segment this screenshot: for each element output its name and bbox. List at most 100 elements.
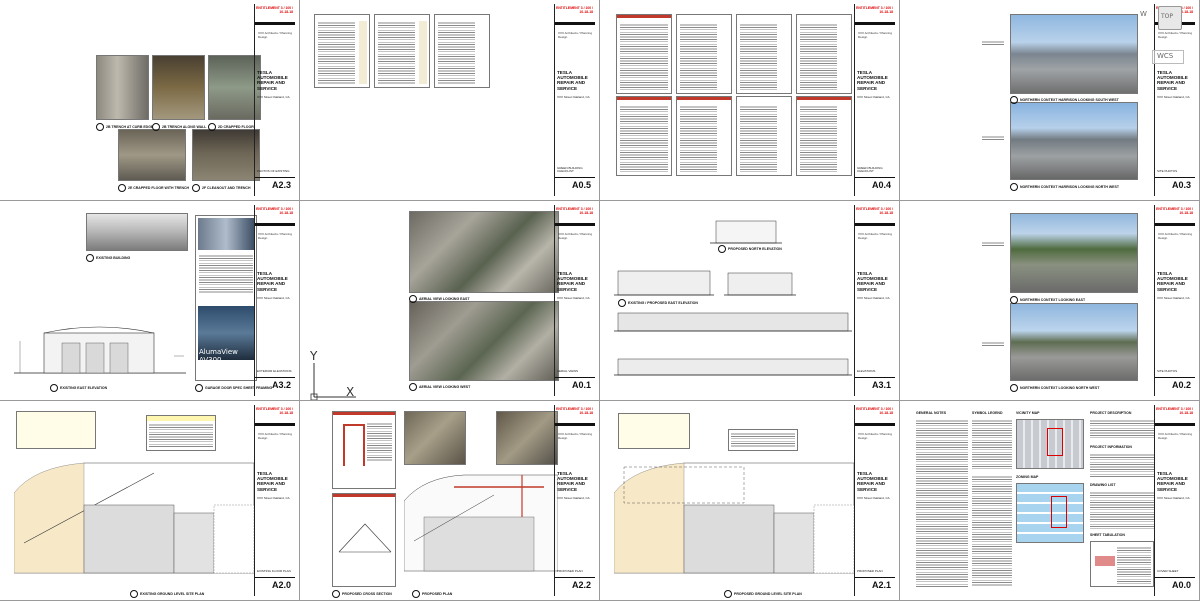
site-plan-proposed [614, 462, 855, 574]
checklist-table [736, 14, 792, 94]
sheet-a0-3[interactable]: NORTHERN CONTEXT HARRISON LOOKING SOUTH … [900, 0, 1200, 201]
sheet-a3-2[interactable]: EXISTING BUILDING EXISTING EAST ELEVATIO… [0, 201, 300, 401]
title-block: ENTITLEMENT 3 / 100 / 10-18-18 XXX Archi… [854, 405, 895, 596]
caption: 2E CRAPPED FLOOR WITH TRENCH [118, 184, 189, 192]
ucs-icon [310, 363, 356, 400]
viewcube-face[interactable] [1158, 6, 1182, 30]
sheet-number: A0.1 [571, 380, 591, 390]
caption: EXISTING EAST ELEVATION [50, 384, 107, 392]
excavation-photo [404, 411, 466, 465]
sheet-a0-5[interactable]: ENTITLEMENT 3 / 100 / 10-18-18 XXX Archi… [300, 0, 600, 201]
title-block: ENTITLEMENT 3 / 100 / 10-18-18 XXX Archi… [254, 405, 295, 596]
area-table [728, 429, 798, 451]
caption: PROPOSED PLAN [412, 590, 452, 598]
aerial-photo [409, 301, 559, 381]
zoning-map [1016, 483, 1084, 543]
caption: EXISTING GROUND LEVEL SITE PLAN [130, 590, 204, 598]
notes [982, 241, 1004, 247]
sheet-tabulation [1090, 541, 1154, 587]
photo-curb [96, 55, 149, 120]
street-photo [1010, 102, 1138, 180]
section-heading: PROJECT INFORMATION [1090, 445, 1132, 449]
caption: NORTHERN CONTEXT LOOKING EAST [1010, 296, 1085, 304]
photo-wall [152, 55, 205, 120]
checklist-table [616, 96, 672, 176]
sheet-a0-1[interactable]: AERIAL VIEW LOOKING EAST AERIAL VIEW LOO… [300, 201, 600, 401]
title-block: ENTITLEMENT 3 / 100 / 10-18-18 XXX Archi… [1154, 405, 1195, 596]
sheet-a0-0[interactable]: GENERAL NOTES SYMBOL LEGEND VICINITY MAP… [900, 401, 1200, 601]
title-block: ENTITLEMENT 3 / 100 / 10-18-18 XXX Archi… [854, 205, 895, 396]
section-heading: SYMBOL LEGEND [972, 411, 1003, 415]
title-block: ENTITLEMENT 3 / 100 / 10-18-18 XXX Archi… [554, 4, 595, 196]
sheet-number: A2.3 [271, 180, 291, 190]
checklist-table [314, 14, 370, 88]
section-heading: DRAWING LIST [1090, 483, 1116, 487]
street-photo [1010, 213, 1138, 293]
elevations-drawing [614, 220, 852, 376]
garage-door-spec-sheet: AlumaView AV300 [195, 215, 257, 381]
section-heading: VICINITY MAP [1016, 411, 1040, 415]
general-notes [916, 419, 968, 587]
sheet-a2-1[interactable]: PROPOSED GROUND LEVEL SITE PLAN ENTITLEM… [600, 401, 900, 601]
checklist-table [796, 96, 852, 176]
photo-cleanout [192, 129, 260, 181]
caption: GARAGE DOOR SPEC SHEET FRAMING [195, 384, 272, 392]
sheet-number: A2.0 [271, 580, 291, 590]
sheet-a0-4[interactable]: ENTITLEMENT 3 / 100 / 10-18-18 XXX Archi… [600, 0, 900, 201]
sheet-a2-0[interactable]: EXISTING GROUND LEVEL SITE PLAN ENTITLEM… [0, 401, 300, 601]
caption: NORTHERN CONTEXT HARRISON LOOKING NORTH … [1010, 183, 1119, 191]
sheet-number: A3.2 [271, 380, 291, 390]
checklist-table [736, 96, 792, 176]
caption: AERIAL VIEW LOOKING EAST [409, 295, 470, 303]
ucs-y-label: Y [310, 349, 318, 363]
wcs-button[interactable] [1152, 50, 1184, 64]
title-block: ENTITLEMENT 3 / 100 / 10-18-18 XXX Archi… [254, 205, 295, 396]
area-table [146, 415, 216, 451]
sheet-number: A0.3 [1171, 180, 1191, 190]
compass-w-label: W [1140, 10, 1147, 18]
existing-photo [86, 213, 188, 251]
viewcube[interactable]: W TOP WCS [1140, 4, 1196, 68]
photo-trench [118, 129, 186, 181]
ucs-x-label: X [346, 385, 355, 399]
abbreviations [972, 475, 1012, 587]
caption: PROPOSED NORTH ELEVATION [718, 245, 782, 253]
checklist-table [616, 14, 672, 94]
section-heading: ZONING MAP [1016, 475, 1039, 479]
section-heading: PROJECT DESCRIPTION [1090, 411, 1132, 415]
sheet-a0-2[interactable]: NORTHERN CONTEXT LOOKING EAST NORTHERN C… [900, 201, 1200, 401]
caption: NORTHERN CONTEXT LOOKING NORTH WEST [1010, 384, 1099, 392]
section-heading: GENERAL NOTES [916, 411, 947, 415]
caption: NORTHERN CONTEXT HARRISON LOOKING SOUTH … [1010, 96, 1119, 104]
title-block: ENTITLEMENT 3 / 100 / 10-18-18 XXX Archi… [554, 405, 595, 596]
caption: AERIAL VIEW LOOKING WEST [409, 383, 470, 391]
title-block: ENTITLEMENT 3 / 100 / 10-18-18 XXX Archi… [854, 4, 895, 196]
title-block: ENTITLEMENT 3 / 100 / 10-18-18 XXX Archi… [254, 4, 295, 196]
checklist-table [374, 14, 430, 88]
symbol-legend [972, 419, 1012, 469]
viewcube-top-label: TOP [1161, 13, 1174, 20]
excavation-photo [496, 411, 558, 465]
checklist-table [676, 96, 732, 176]
sheet-a3-1[interactable]: PROPOSED NORTH ELEVATION EXISTING / PROP… [600, 201, 900, 401]
sheet-a2-3[interactable]: 2B TRENCH AT CURB EDGE 2B TRENCH ALONG W… [0, 0, 300, 201]
checklist-table [434, 14, 490, 88]
photo-floor [208, 55, 261, 120]
vicinity-map [1016, 419, 1084, 469]
detail-frame [332, 493, 396, 587]
caption: 2D CRAPPED FLOOR [208, 123, 254, 131]
brand-label: AlumaView AV300 [199, 348, 238, 364]
caption: PROPOSED CROSS SECTION [332, 590, 392, 598]
caption: PROPOSED GROUND LEVEL SITE PLAN [724, 590, 802, 598]
project-description [1090, 419, 1154, 439]
sheet-a2-2[interactable]: PROPOSED CROSS SECTION PROPOSED PLAN ENT… [300, 401, 600, 601]
title-block: ENTITLEMENT 3 / 100 / 10-18-18 XXX Archi… [1154, 205, 1195, 396]
east-elevation-drawing [14, 326, 186, 374]
notes [982, 135, 1004, 141]
street-photo [1010, 14, 1138, 94]
sheet-number: A0.2 [1171, 380, 1191, 390]
drawing-list [1090, 491, 1154, 529]
proposed-plan-drawing [404, 474, 558, 572]
sheet-number: A0.5 [571, 180, 591, 190]
